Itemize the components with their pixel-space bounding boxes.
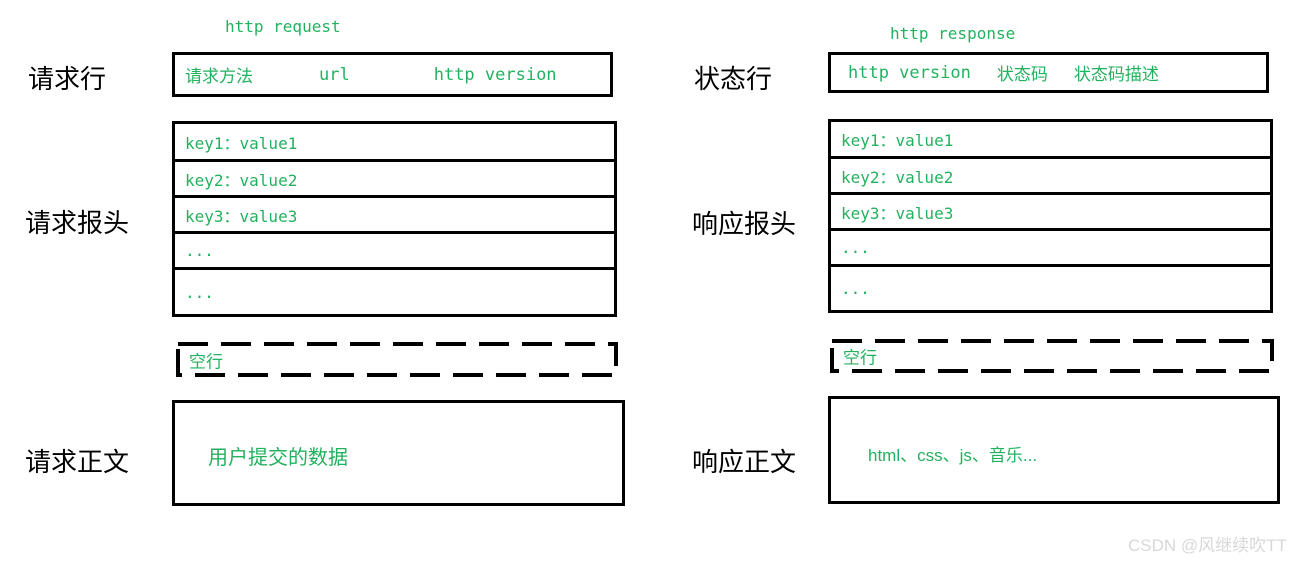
status-line-box: http version 状态码 状态码描述 xyxy=(828,52,1269,93)
header-row: ... xyxy=(175,234,614,270)
response-blank-line-box: 空行 xyxy=(830,339,1274,373)
request-method: 请求方法 xyxy=(185,67,253,86)
response-blank-line-label: 空行 xyxy=(843,348,877,368)
header-row: key2：value2 xyxy=(175,162,614,198)
request-line-label: 请求行 xyxy=(28,64,107,94)
request-body-label: 请求正文 xyxy=(25,447,130,477)
status-line-label: 状态行 xyxy=(694,64,773,94)
header-row: key1：value1 xyxy=(175,124,614,162)
response-body-text: html、css、js、音乐... xyxy=(868,446,1038,465)
request-body-box: 用户提交的数据 xyxy=(172,400,625,506)
csdn-watermark: CSDN @风继续吹TT xyxy=(1128,536,1287,555)
header-row: key3：value3 xyxy=(175,198,614,234)
header-row: key1：value1 xyxy=(831,122,1270,159)
header-row: ... xyxy=(831,231,1270,267)
response-http-version: http version xyxy=(848,62,971,83)
request-title: http request xyxy=(225,17,341,36)
response-body-box: html、css、js、音乐... xyxy=(828,396,1280,504)
request-http-version: http version xyxy=(433,64,557,85)
response-title: http response xyxy=(890,24,1016,43)
request-url: url xyxy=(319,64,350,85)
status-code: 状态码 xyxy=(996,65,1048,84)
header-row: ... xyxy=(185,282,214,302)
response-headers-box: key1：value1 key2：value2 key3：value3 ... … xyxy=(828,119,1273,313)
request-headers-label: 请求报头 xyxy=(25,208,130,238)
response-headers-label: 响应报头 xyxy=(692,209,797,239)
dashed-border xyxy=(830,339,1274,373)
request-line-box: 请求方法 url http version xyxy=(172,52,613,97)
dashed-border xyxy=(176,342,618,377)
status-code-description: 状态码描述 xyxy=(1073,65,1159,84)
header-row: key3：value3 xyxy=(831,195,1270,231)
header-row: ... xyxy=(841,279,870,298)
header-row: key2：value2 xyxy=(831,159,1270,195)
request-body-text: 用户提交的数据 xyxy=(208,447,348,469)
request-blank-line-label: 空行 xyxy=(189,352,223,371)
request-blank-line-box: 空行 xyxy=(176,342,618,377)
request-headers-box: key1：value1 key2：value2 key3：value3 ... … xyxy=(172,121,617,317)
response-body-label: 响应正文 xyxy=(692,447,797,477)
